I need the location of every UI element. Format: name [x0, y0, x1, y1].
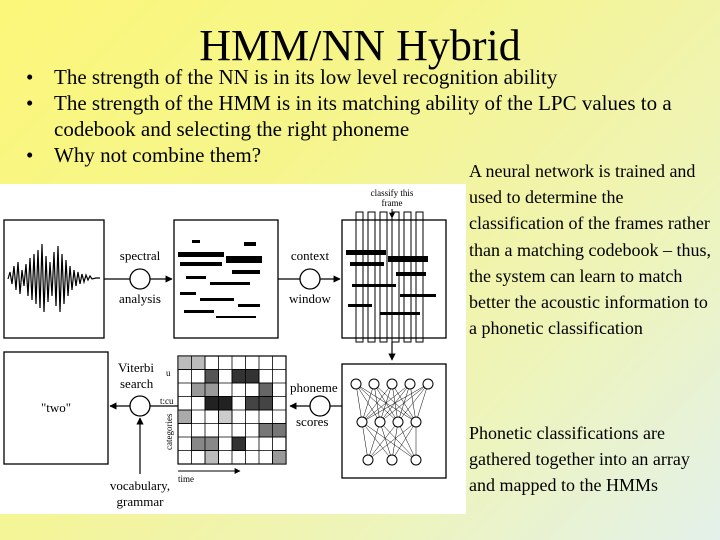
hmm-mapping-text: Phonetic classifications are gathered to… — [469, 423, 690, 496]
grammar-label: grammar — [117, 494, 165, 509]
nn-explanation-text: A neural network is trained and used to … — [469, 161, 711, 339]
phoneme-node — [309, 395, 331, 417]
row-label: t:cu — [160, 396, 174, 406]
spectral-label: spectral — [120, 248, 161, 263]
spectrogram-pattern — [178, 240, 262, 318]
vocabulary-label: vocabulary, — [110, 478, 170, 493]
bullet-text: The strength of the NN is in its low lev… — [54, 65, 558, 89]
bullet-text: Why not combine them? — [54, 143, 262, 167]
context-node — [299, 268, 321, 290]
analysis-label: analysis — [119, 291, 161, 306]
phoneme-label: phoneme — [290, 380, 338, 395]
viterbi-label: Viterbi — [118, 360, 154, 375]
classify-label-1: classify this — [371, 188, 414, 198]
row-label: u — [166, 368, 171, 378]
search-label: search — [120, 376, 154, 391]
neural-net-edges — [355, 383, 429, 461]
slide-title: HMM/NN Hybrid — [199, 21, 521, 70]
viterbi-node — [129, 395, 151, 417]
bullet-text: The strength of the HMM is in its matchi… — [54, 91, 672, 141]
scores-label: scores — [296, 414, 329, 429]
window-label: window — [289, 291, 332, 306]
bullet-list: • The strength of the NN is in its low le… — [26, 64, 716, 168]
bullet-item: • Why not combine them? — [26, 142, 716, 168]
context-label: context — [291, 248, 330, 263]
neural-net-nodes — [350, 378, 434, 466]
bullet-item: • The strength of the NN is in its low le… — [26, 64, 716, 90]
spectral-node — [129, 268, 151, 290]
framed-spectrogram-box — [341, 219, 447, 339]
time-label: time — [178, 474, 194, 484]
bullet-glyph: • — [26, 91, 34, 115]
bullet-glyph: • — [26, 65, 34, 89]
framed-spectrogram-pattern — [346, 250, 436, 315]
bullet-item: • The strength of the HMM is in its match… — [26, 90, 716, 142]
output-word-box — [3, 351, 109, 465]
classify-label-2: frame — [382, 198, 403, 208]
hybrid-diagram-svg: spectral analysis context window classif… — [3, 188, 447, 509]
waveform-signal — [7, 243, 100, 313]
frame-columns — [355, 211, 424, 343]
hybrid-diagram: spectral analysis context window classif… — [0, 184, 466, 514]
score-grid — [177, 355, 287, 465]
output-word: "two" — [41, 400, 71, 415]
bullet-glyph: • — [26, 143, 34, 167]
categories-label: categories — [164, 413, 174, 450]
